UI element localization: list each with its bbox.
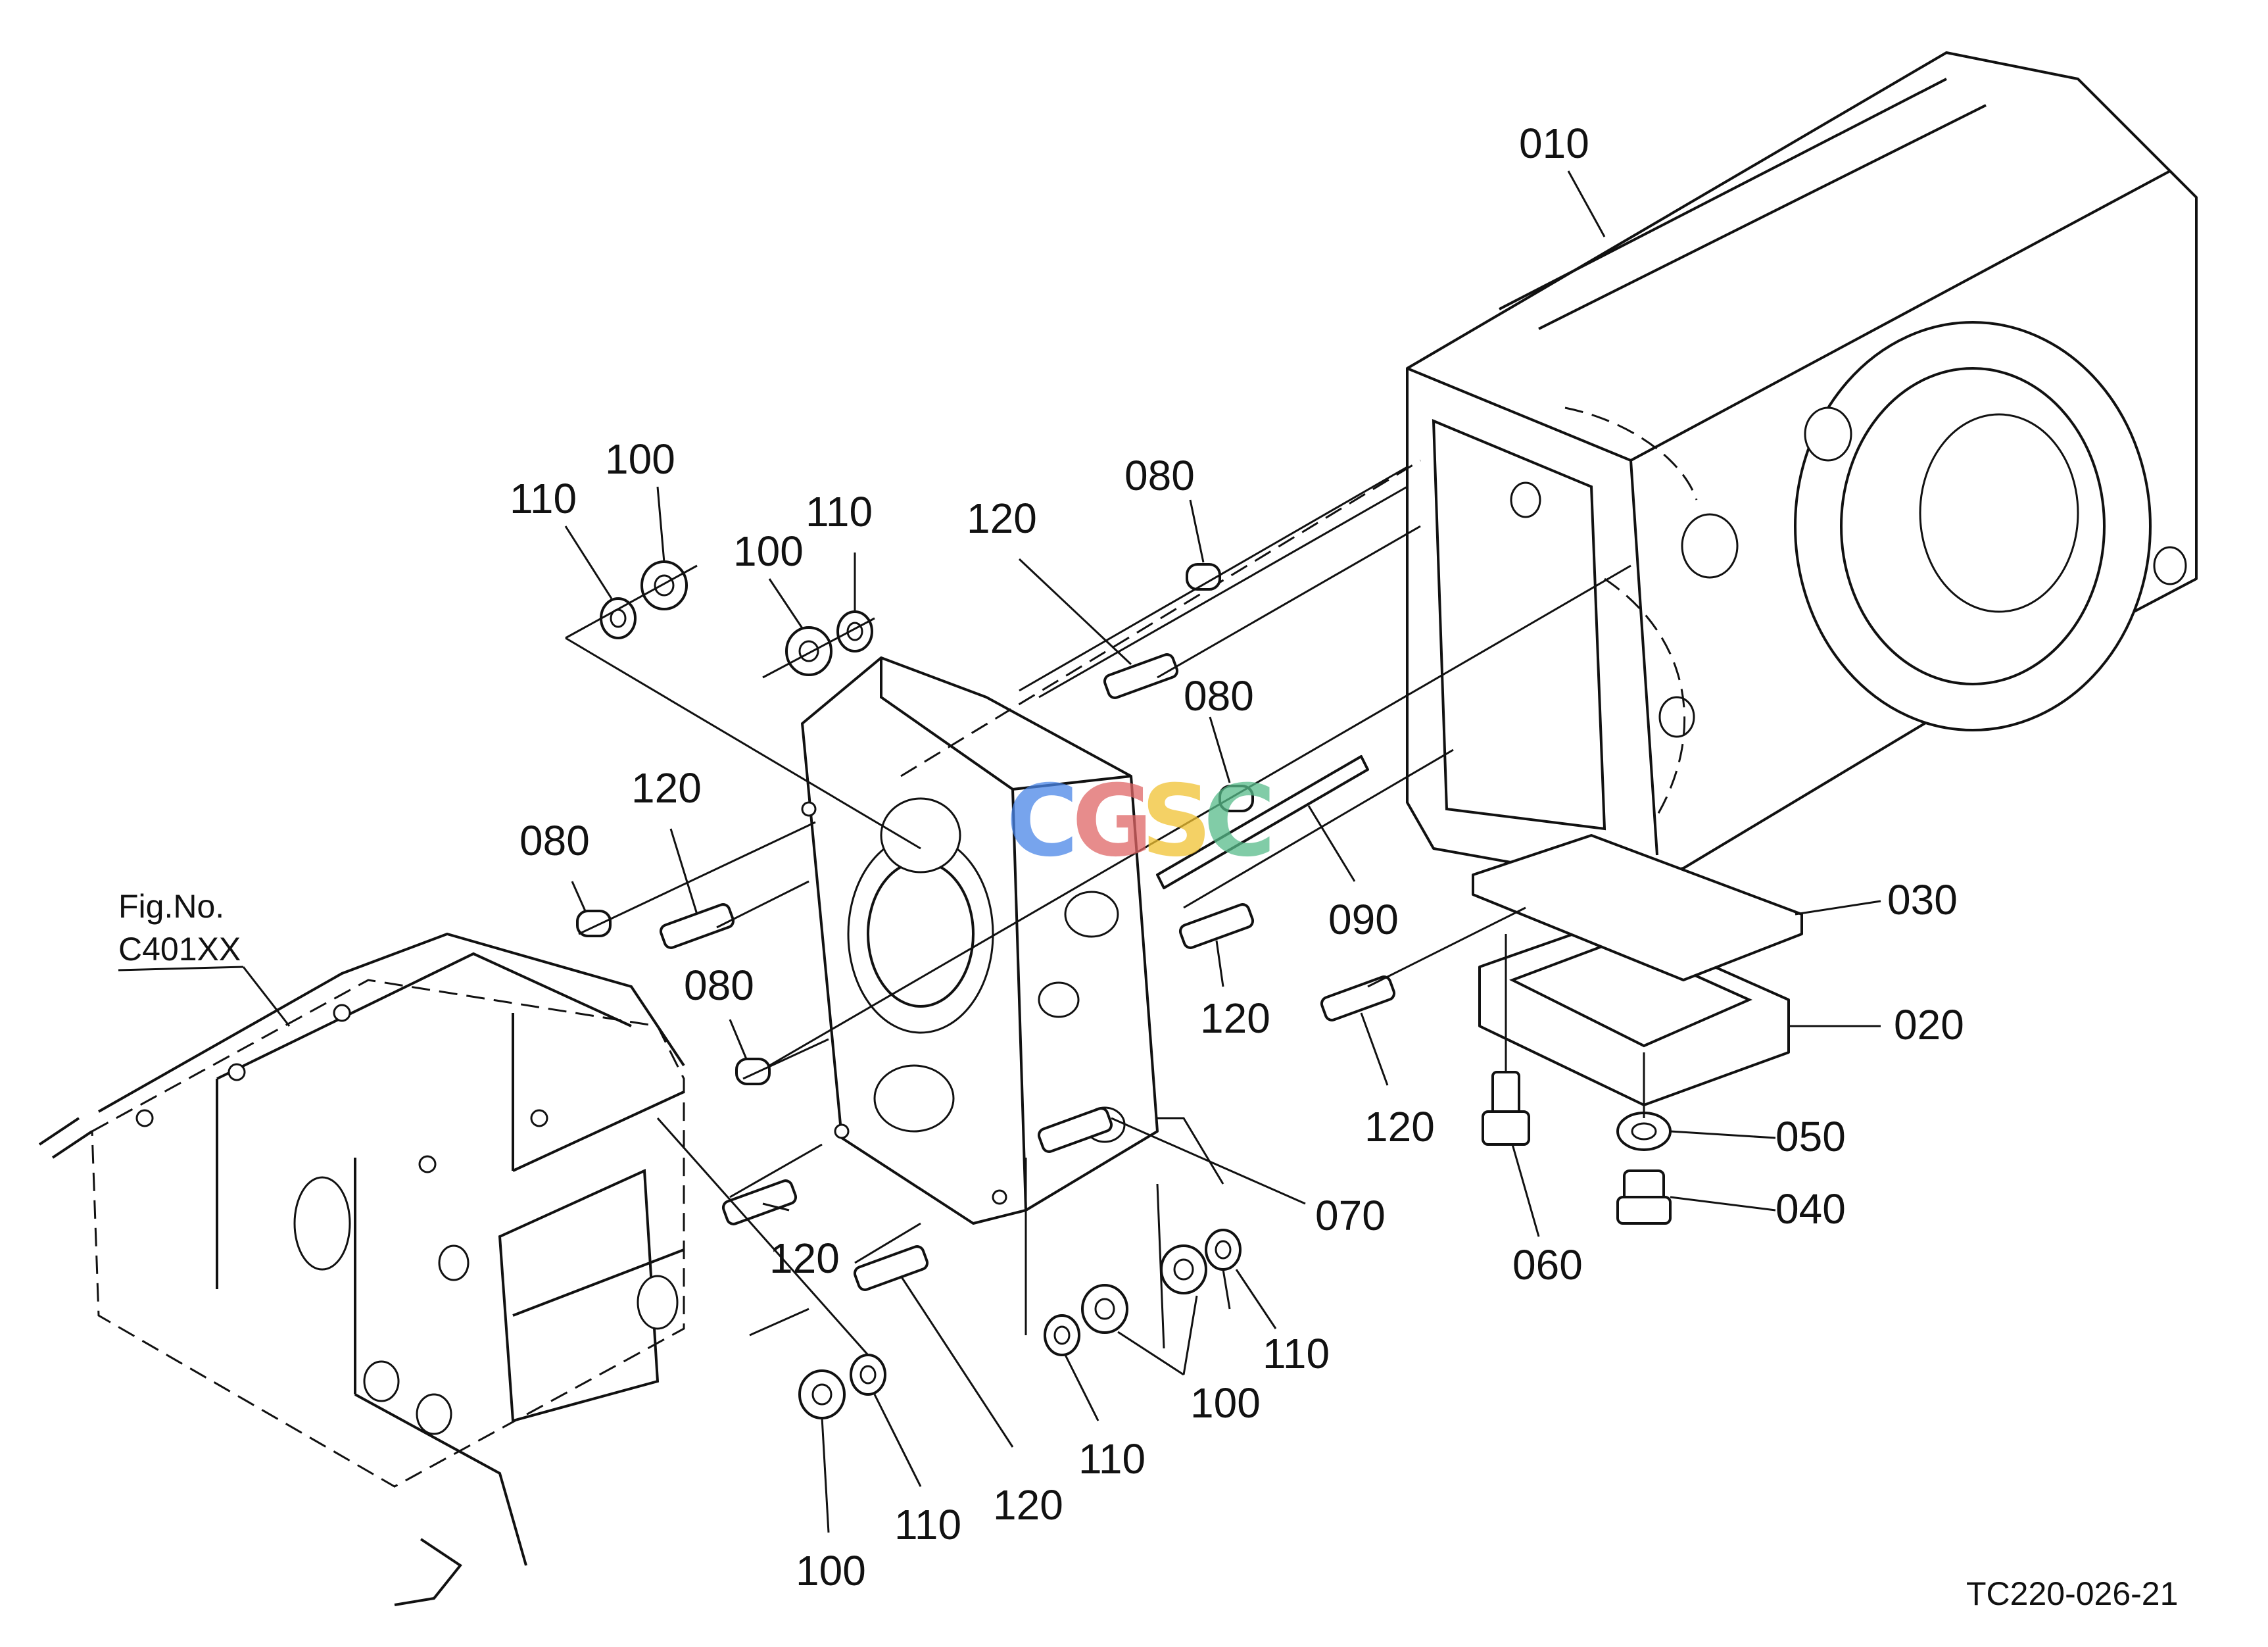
nuts-100 — [640, 560, 1207, 1419]
watermark-letter-c1: C — [1006, 764, 1078, 879]
transmission-case-010 — [1406, 51, 2198, 883]
figure-reference-number: C401XX — [118, 931, 241, 968]
callout-110-bottom: 110 — [894, 1501, 961, 1548]
washers-110 — [600, 597, 1242, 1396]
figure-reference-prefix: Fig.No. — [118, 888, 224, 925]
leader-lines — [118, 170, 1881, 1533]
callout-110-right: 110 — [1263, 1330, 1330, 1377]
washer-050 — [1616, 1112, 1672, 1151]
watermark-letter-s: S — [1141, 764, 1212, 879]
callout-010: 010 — [1519, 120, 1589, 167]
fitting-060 — [1482, 1071, 1530, 1146]
callout-100-bottom: 100 — [796, 1547, 866, 1594]
callout-110-topleft: 110 — [510, 475, 577, 522]
callout-120-right: 120 — [1364, 1103, 1435, 1150]
callout-030: 030 — [1887, 876, 1958, 923]
callout-120-lowleft: 120 — [769, 1235, 840, 1282]
drawing-code: TC220-026-21 — [1966, 1575, 2178, 1612]
gasket-030 — [1472, 834, 1803, 981]
callout-110-center: 110 — [1078, 1435, 1146, 1483]
callout-040: 040 — [1775, 1185, 1846, 1233]
callout-100-mid: 100 — [733, 528, 804, 575]
callout-080-left: 080 — [519, 817, 590, 864]
long-stud-090 — [1156, 755, 1369, 889]
callout-080-top: 080 — [1124, 452, 1195, 499]
assembly-lines — [565, 466, 1645, 1356]
callout-120-top: 120 — [967, 495, 1037, 542]
callout-100-topleft: 100 — [605, 435, 675, 483]
figure-reference: Fig.No. C401XX — [118, 888, 241, 968]
callout-020: 020 — [1894, 1001, 1964, 1048]
callout-120-mid: 120 — [1200, 995, 1270, 1042]
callout-060: 060 — [1512, 1241, 1583, 1289]
callouts: 010 020 030 040 050 060 070 080 080 080 … — [510, 120, 1964, 1594]
cgsc-watermark: C G S C — [1006, 764, 1276, 879]
reference-housing-c401xx — [38, 932, 685, 1606]
callout-110-mid: 110 — [806, 488, 873, 535]
watermark-letter-g: G — [1072, 764, 1153, 879]
callout-080-mid: 080 — [1184, 672, 1254, 720]
callout-050: 050 — [1775, 1113, 1846, 1160]
watermark-letter-c2: C — [1203, 764, 1276, 879]
callout-120-bottom: 120 — [993, 1481, 1063, 1529]
plug-040 — [1616, 1169, 1672, 1225]
callout-100-right: 100 — [1190, 1379, 1261, 1427]
callout-070: 070 — [1315, 1192, 1386, 1239]
callout-120-left: 120 — [631, 764, 702, 812]
callout-090: 090 — [1328, 896, 1399, 943]
callout-080-low: 080 — [684, 962, 754, 1009]
